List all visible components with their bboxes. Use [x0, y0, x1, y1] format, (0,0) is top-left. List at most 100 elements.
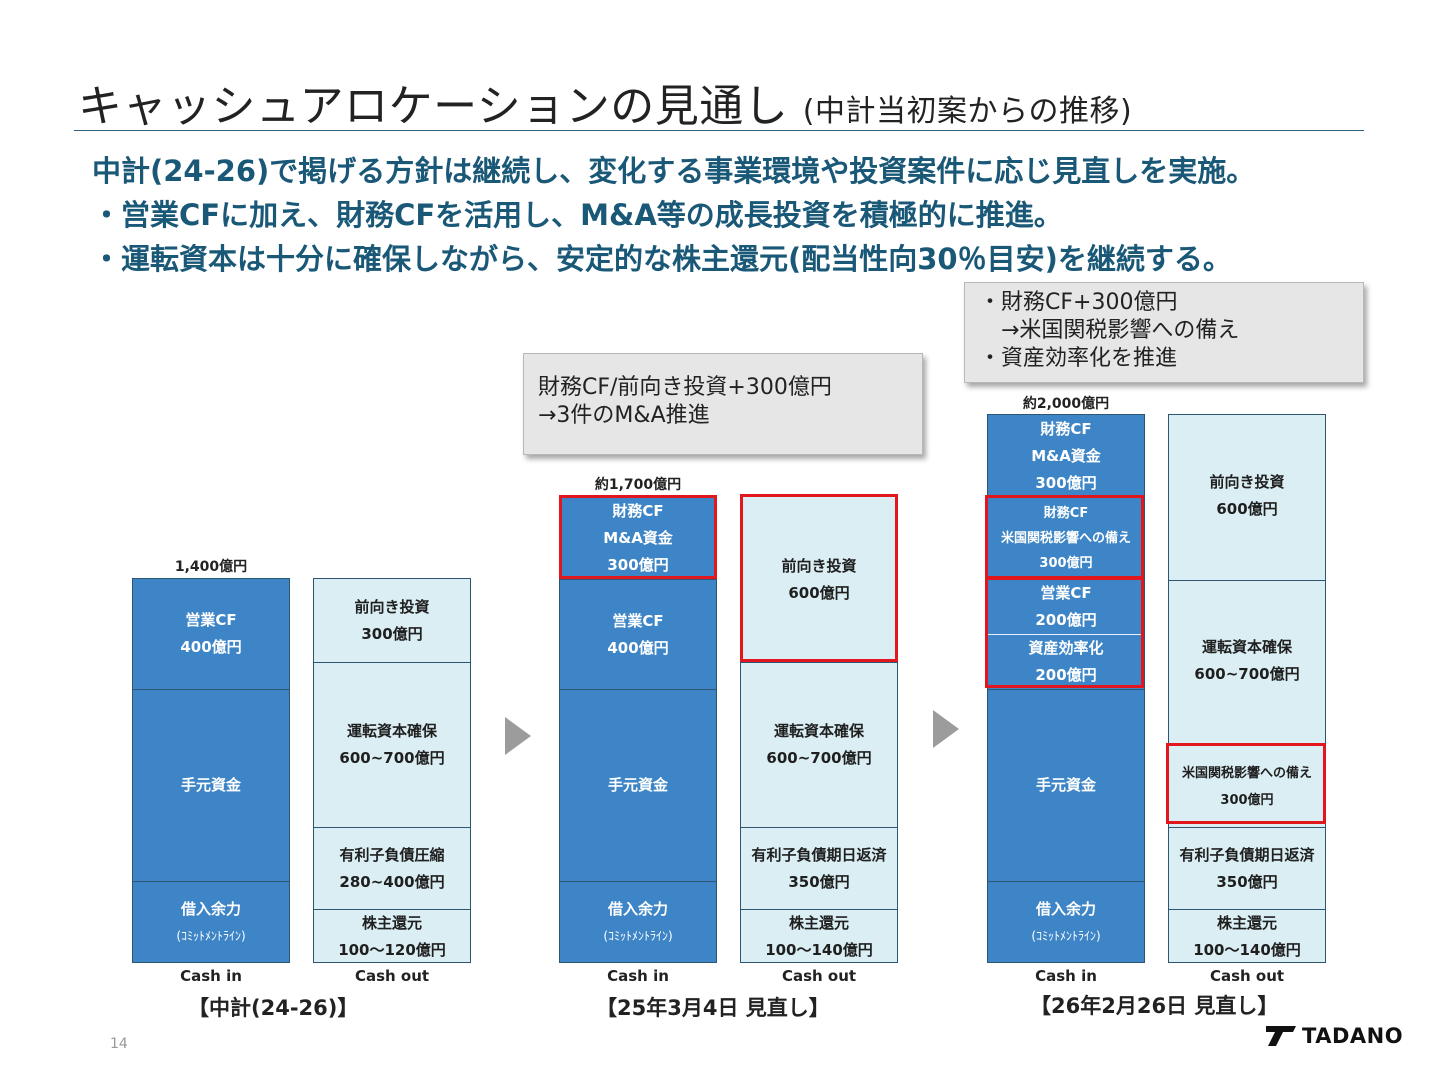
mar25-out-debt-repayment: 有利子負債期日返済 350億円 [741, 827, 897, 909]
plan-in-cash-on-hand: 手元資金 [133, 689, 289, 881]
feb26-cash-in-column: 財務CF M&A資金 300億円 財務CF 米国関税影響への備え 300億円 営… [987, 414, 1145, 963]
highlight-box [740, 494, 898, 662]
mar25-cash-in-column: 財務CF M&A資金 300億円 営業CF 400億円 手元資金 借入余力 (ｺ… [559, 496, 717, 963]
cell-sub: M&A資金 [603, 528, 673, 547]
cell-label: 手元資金 [1035, 776, 1096, 794]
callout-line: ・財務CF+300億円 [979, 290, 1178, 315]
highlight-box [985, 577, 1144, 688]
cell-label: 営業CF [612, 611, 664, 630]
cell-value: 100～140億円 [1193, 941, 1301, 959]
plan-out-debt-reduction: 有利子負債圧縮 280~400億円 [314, 827, 470, 909]
mar25-in-borrowing-capacity: 借入余力 (ｺﾐｯﾄﾒﾝﾄﾗｲﾝ) [560, 881, 716, 964]
cell-sub: M&A資金 [1031, 446, 1101, 465]
lead-line-2: ・営業CFに加え、財務CFを活用し、M&A等の成長投資を積極的に推進。 [92, 198, 1063, 232]
cell-value: 300億円 [361, 624, 423, 643]
cell-value: 400億円 [180, 638, 242, 656]
logo-text: TADANO [1302, 1024, 1404, 1048]
page-number: 14 [110, 1036, 128, 1052]
feb26-cash-out-label: Cash out [1209, 967, 1285, 985]
cell-label: 前向き投資 [1209, 473, 1285, 491]
feb26-in-asset-efficiency: 資産効率化 200億円 [988, 634, 1144, 689]
cell-value: 300億円 [607, 555, 669, 574]
cell-label: 米国関税影響への備え [1181, 765, 1312, 781]
cell-label: 前向き投資 [354, 597, 430, 616]
feb26-out-working-capital: 運転資本確保 600~700億円 [1169, 580, 1325, 745]
cell-value: 400億円 [607, 638, 669, 657]
cell-label: 株主還元 [1216, 914, 1277, 932]
page-title: キャッシュアロケーションの見通し (中計当初案からの推移) [78, 70, 1133, 132]
cell-label: 運転資本確保 [346, 722, 437, 740]
callout-mar25: 財務CF/前向き投資+300億円 →3件のM&A推進 [523, 353, 923, 455]
cell-value: 600~700億円 [1194, 665, 1300, 683]
cell-value: 600億円 [1216, 500, 1278, 518]
total-mar25: 約1,700億円 [594, 477, 682, 493]
cell-value: 200億円 [1035, 666, 1097, 684]
cell-label: 手元資金 [180, 776, 241, 794]
mar25-out-working-capital: 運転資本確保 600~700億円 [741, 662, 897, 827]
cell-label: 有利子負債期日返済 [751, 845, 887, 864]
cell-label: 運転資本確保 [1201, 638, 1292, 656]
plan-out-working-capital: 運転資本確保 600~700億円 [314, 662, 470, 827]
mar25-in-cash-on-hand: 手元資金 [560, 689, 716, 881]
cell-note: (ｺﾐｯﾄﾒﾝﾄﾗｲﾝ) [1031, 929, 1101, 943]
mar25-in-financial-cf: 財務CF M&A資金 300億円 [560, 497, 716, 579]
plan-in-operating-cf: 営業CF 400億円 [133, 579, 289, 689]
plan-cash-out-label: Cash out [354, 967, 430, 985]
callout-feb26: ・財務CF+300億円 →米国関税影響への備え ・資産効率化を推進 [964, 282, 1364, 383]
cell-value: 350億円 [788, 872, 850, 891]
lead-line-3: ・運転資本は十分に確保しながら、安定的な株主還元(配当性向30％目安)を継続する… [92, 242, 1232, 276]
page-title-sub: (中計当初案からの推移) [802, 94, 1133, 129]
plan-out-investment: 前向き投資 300億円 [314, 579, 470, 662]
lead-line-1: 中計(24-26)で掲げる方針は継続し、変化する事業環境や投資案件に応じ見直しを… [92, 154, 1256, 188]
feb26-cash-in-label: Cash in [1035, 967, 1097, 985]
feb26-in-financial-cf-ma: 財務CF M&A資金 300億円 [988, 415, 1144, 497]
title-divider [74, 130, 1364, 131]
caption-plan: 【中計(24-26)】 [188, 996, 359, 1020]
cell-label: 借入余力 [180, 900, 241, 918]
page-title-main: キャッシュアロケーションの見通し [78, 81, 789, 132]
plan-out-shareholder-return: 株主還元 100～120億円 [314, 909, 470, 964]
arrow-right-icon [505, 717, 531, 755]
cell-label: 営業CF [1040, 584, 1092, 602]
feb26-in-cash-on-hand: 手元資金 [988, 689, 1144, 881]
callout-line: →米国関税影響への備え [979, 318, 1240, 343]
cell-value: 300億円 [1039, 556, 1093, 571]
cell-value: 600~700億円 [766, 749, 872, 767]
cell-label: 手元資金 [607, 776, 668, 794]
cell-sub: 米国関税影響への備え [1000, 531, 1131, 546]
cell-value: 600~700億円 [339, 749, 445, 767]
mar25-in-operating-cf: 営業CF 400億円 [560, 579, 716, 689]
mar25-out-investment: 前向き投資 600億円 [741, 497, 897, 662]
cell-label: 財務CF [612, 501, 664, 520]
cell-value: 350億円 [1216, 872, 1278, 891]
cell-value: 280~400億円 [339, 872, 445, 891]
cell-value: 100～120億円 [338, 941, 446, 959]
mar25-out-shareholder-return: 株主還元 100～140億円 [741, 909, 897, 964]
callout-line: 財務CF/前向き投資+300億円 [538, 375, 832, 400]
cell-value: 300億円 [1220, 792, 1274, 808]
cell-label: 株主還元 [361, 914, 422, 932]
cell-label: 営業CF [185, 611, 237, 629]
cell-label: 財務CF [1040, 419, 1092, 438]
caption-feb26: 【26年2月26日 見直し】 [1030, 994, 1279, 1018]
feb26-out-debt-repayment: 有利子負債期日返済 350億円 [1169, 827, 1325, 909]
cell-note: (ｺﾐｯﾄﾒﾝﾄﾗｲﾝ) [603, 929, 673, 943]
cell-value: 300億円 [1035, 473, 1097, 492]
cell-label: 前向き投資 [781, 556, 857, 575]
tadano-logo-icon [1266, 1026, 1296, 1046]
plan-cash-in-label: Cash in [180, 967, 242, 985]
caption-mar25: 【25年3月4日 見直し】 [596, 996, 830, 1020]
company-logo: TADANO [1266, 1024, 1403, 1048]
cell-label: 有利子負債期日返済 [1179, 845, 1315, 864]
total-plan: 1,400億円 [174, 559, 248, 575]
plan-cash-out-column: 前向き投資 300億円 運転資本確保 600~700億円 有利子負債圧縮 280… [313, 578, 471, 963]
highlight-box [1166, 743, 1326, 824]
callout-line: ・資産効率化を推進 [979, 346, 1178, 371]
cell-label: 財務CF [1043, 506, 1089, 521]
plan-in-borrowing-capacity: 借入余力 (ｺﾐｯﾄﾒﾝﾄﾗｲﾝ) [133, 881, 289, 964]
cell-label: 有利子負債圧縮 [339, 845, 445, 864]
feb26-cash-out-column: 前向き投資 600億円 運転資本確保 600~700億円 米国関税影響への備え … [1168, 414, 1326, 963]
cell-value: 600億円 [788, 583, 850, 602]
cell-label: 借入余力 [1035, 900, 1096, 918]
plan-cash-in-column: 営業CF 400億円 手元資金 借入余力 (ｺﾐｯﾄﾒﾝﾄﾗｲﾝ) [132, 578, 290, 963]
